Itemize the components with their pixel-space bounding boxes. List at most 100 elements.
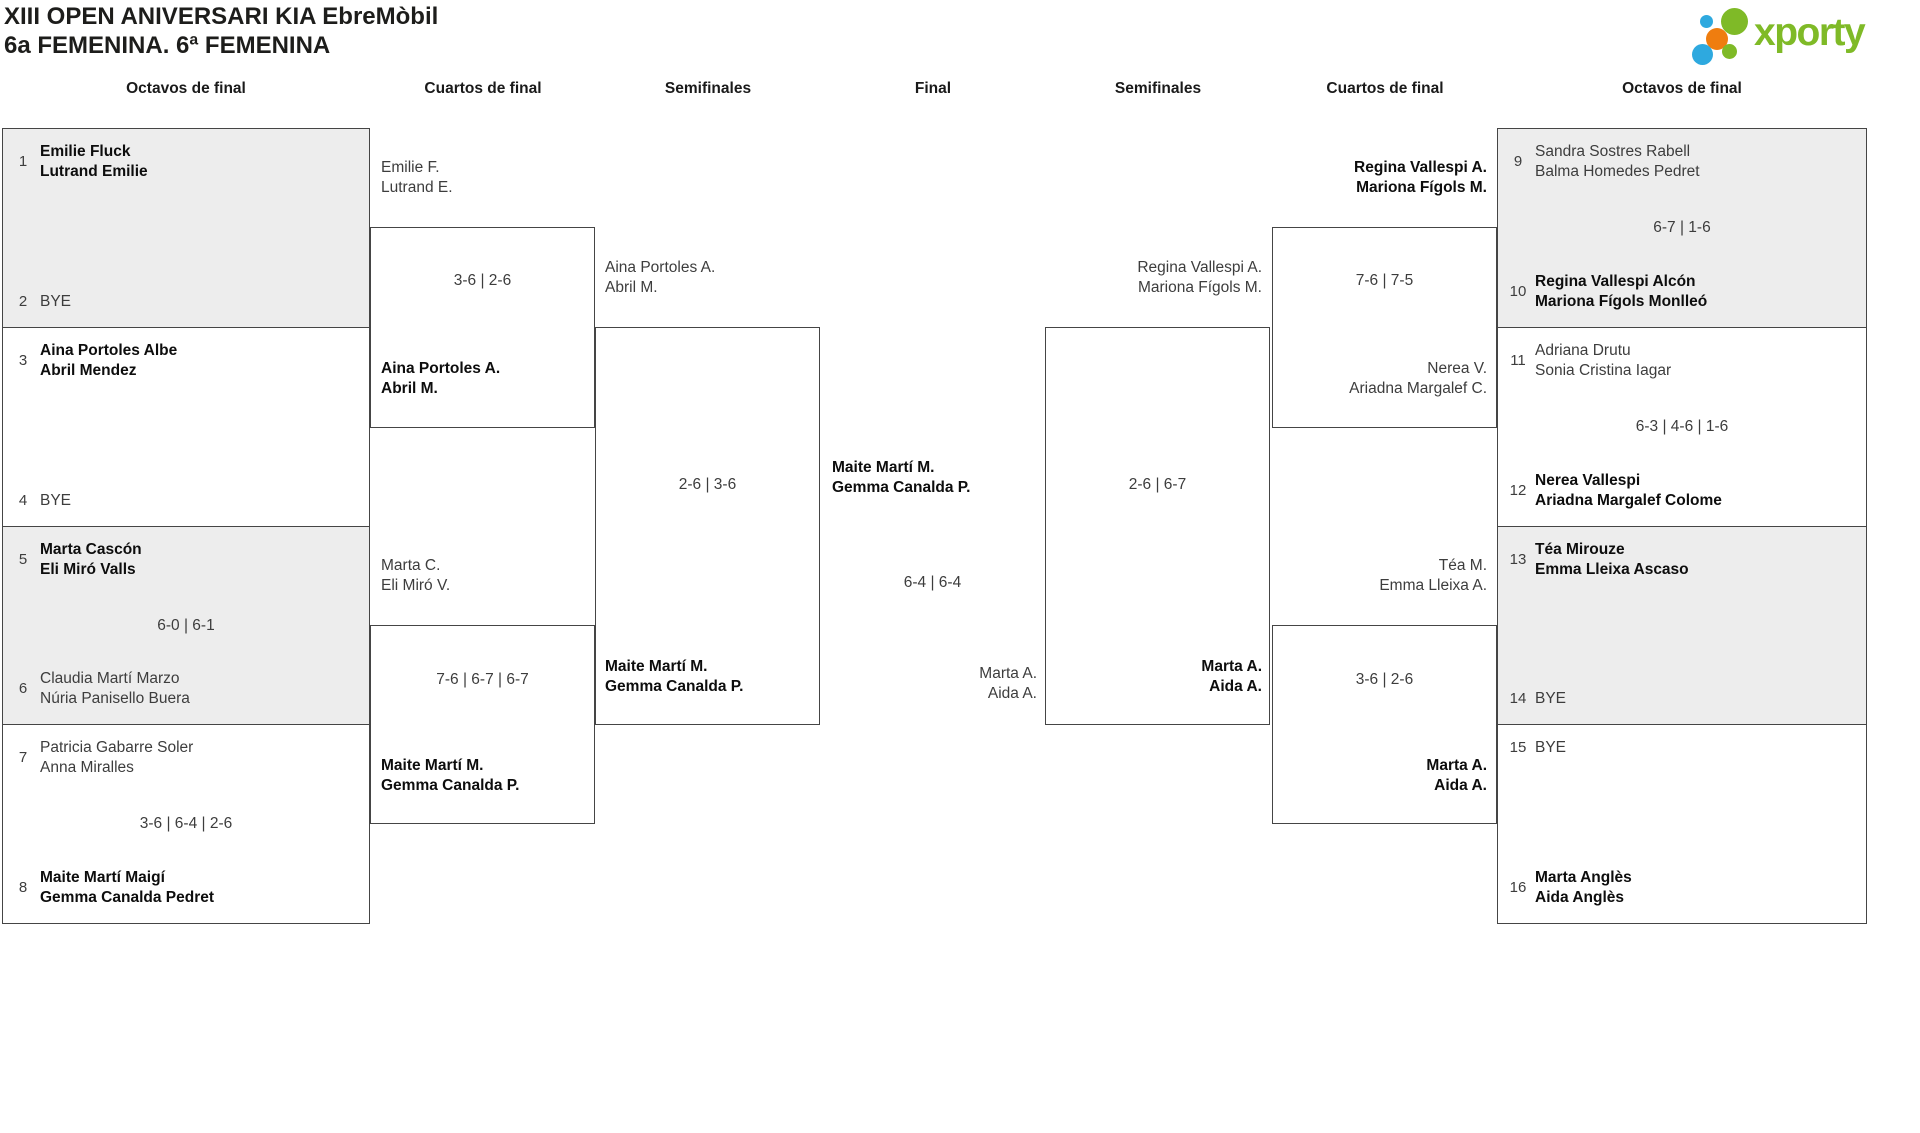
team-name: Adriana Drutu Sonia Cristina Iagar (1535, 341, 1671, 380)
r16-match-3-box[interactable]: 5 Marta Cascón Eli Miró Valls 6-0 | 6-1 … (2, 526, 370, 725)
seed-number: 15 (1509, 739, 1527, 757)
seed-number: 7 (18, 749, 28, 766)
r16-match-6-box[interactable]: 11 Adriana Drutu Sonia Cristina Iagar 6-… (1497, 327, 1867, 527)
match-score: 6-0 | 6-1 (157, 616, 215, 634)
team-name-line: BYE (40, 491, 72, 509)
sf-left-team-bottom: Maite Martí M. Gemma Canalda P. (605, 657, 743, 696)
team-name-line: Aina Portoles A. (381, 360, 501, 377)
team-name-line: Aida Anglès (1535, 888, 1624, 906)
team-entry: 11 Adriana Drutu Sonia Cristina Iagar (1506, 341, 1858, 380)
team-name: Marta Cascón Eli Miró Valls (40, 540, 142, 579)
final-team-left: Maite Martí M. Gemma Canalda P. (832, 458, 970, 497)
team-name-line: Lutrand Emilie (40, 162, 148, 180)
tournament-title: XIII OPEN ANIVERSARI KIA EbreMòbil (4, 3, 439, 30)
seed-number: 12 (1509, 482, 1527, 499)
team-name-line: Claudia Martí Marzo (40, 670, 180, 687)
team-name-line: Balma Homedes Pedret (1535, 162, 1700, 180)
round-header-cuartos-right: Cuartos de final (1326, 80, 1444, 97)
qf-left-1-team-bottom: Aina Portoles A. Abril M. (381, 359, 500, 398)
round-header-octavos-left: Octavos de final (126, 80, 246, 97)
team-entry: 15 BYE (1506, 738, 1858, 758)
qf-left-2-score: 7-6 | 6-7 | 6-7 (436, 671, 529, 688)
team-name-line: Marta A. (1201, 658, 1262, 675)
xporty-logo: xporty (1690, 5, 1890, 69)
qf-left-2-team-bottom: Maite Martí M. Gemma Canalda P. (381, 756, 519, 795)
team-name-line: Aida A. (987, 684, 1037, 702)
team-name-line: Sonia Cristina Iagar (1535, 361, 1672, 379)
team-name-line: Emma Lleixa Ascaso (1535, 560, 1689, 578)
team-name: Emilie Fluck Lutrand Emilie (40, 142, 148, 181)
team-name-line: BYE (1535, 689, 1567, 707)
seed-number: 4 (18, 491, 28, 509)
team-name-line: Ariadna Margalef C. (1349, 379, 1487, 397)
sf-left-box[interactable] (595, 327, 820, 725)
logo-dot-icon (1721, 8, 1748, 35)
team-name-line: Gemma Canalda P. (381, 776, 520, 794)
team-name-line: Maite Martí M. (832, 459, 935, 476)
qf-left-1-score: 3-6 | 2-6 (453, 272, 512, 289)
qf-left-2-box[interactable] (370, 625, 595, 824)
team-name: BYE (1535, 738, 1566, 758)
r16-match-2-box[interactable]: 3 Aina Portoles Albe Abril Mendez 4 BYE (2, 327, 370, 527)
team-name-line: Ariadna Margalef Colome (1535, 491, 1722, 509)
logo-dot-icon (1706, 28, 1728, 50)
final-score: 6-4 | 6-4 (903, 574, 962, 591)
team-entry: 16 Marta Anglès Aida Anglès (1506, 868, 1858, 907)
team-name-line: Sandra Sostres Rabell (1535, 143, 1691, 160)
seed-number: 16 (1509, 879, 1527, 896)
team-name-line: Gemma Canalda Pedret (40, 888, 215, 906)
team-name-line: Maite Martí Maigí (40, 869, 165, 886)
team-name-line: Téa Mirouze (1535, 541, 1625, 558)
team-entry: 2 BYE (11, 292, 361, 312)
team-name-line: Núria Panisello Buera (40, 689, 190, 707)
match-score: 6-7 | 1-6 (1653, 219, 1711, 236)
team-name-line: Regina Vallespi A. (1137, 259, 1262, 276)
sf-left-score: 2-6 | 3-6 (678, 476, 737, 493)
seed-number: 10 (1509, 283, 1527, 300)
team-entry: 12 Nerea Vallespi Ariadna Margalef Colom… (1506, 471, 1858, 510)
qf-right-1-box[interactable] (1272, 227, 1497, 428)
r16-match-7-box[interactable]: 13 Téa Mirouze Emma Lleixa Ascaso 14 BYE (1497, 526, 1867, 725)
seed-number: 6 (18, 680, 28, 697)
team-name-line: Maite Martí M. (605, 658, 708, 675)
team-name-line: Mariona Fígols M. (1137, 278, 1262, 296)
team-entry: 4 BYE (11, 491, 361, 511)
team-name-line: BYE (40, 292, 72, 310)
team-name-line: Marta A. (979, 665, 1037, 682)
team-entry: 1 Emilie Fluck Lutrand Emilie (11, 142, 361, 181)
logo-dot-icon (1700, 15, 1713, 28)
sf-right-box[interactable] (1045, 327, 1270, 725)
logo-brand-text: xporty (1754, 11, 1866, 54)
team-name-line: Anna Miralles (40, 758, 134, 776)
team-name-line: Lutrand E. (381, 178, 453, 196)
qf-left-1-box[interactable] (370, 227, 595, 428)
team-entry: 3 Aina Portoles Albe Abril Mendez (11, 341, 361, 380)
r16-match-5-box[interactable]: 9 Sandra Sostres Rabell Balma Homedes Pe… (1497, 128, 1867, 328)
qf-right-1-team-top: Regina Vallespi A. Mariona Fígols M. (1354, 158, 1487, 197)
team-name: Aina Portoles Albe Abril Mendez (40, 341, 177, 380)
qf-right-2-box[interactable] (1272, 625, 1497, 824)
team-name-line: Eli Miró V. (381, 576, 451, 594)
team-name-line: Emilie F. (381, 159, 440, 176)
qf-right-2-team-bottom: Marta A. Aida A. (1426, 756, 1487, 795)
team-name-line: Marta C. (381, 557, 441, 574)
r16-match-1-box[interactable]: 1 Emilie Fluck Lutrand Emilie 2 BYE (2, 128, 370, 328)
team-name-line: Emma Lleixa A. (1379, 576, 1487, 594)
team-name: Patricia Gabarre Soler Anna Miralles (40, 738, 193, 777)
team-name-line: Gemma Canalda P. (605, 677, 744, 695)
r16-match-8-box[interactable]: 15 BYE 16 Marta Anglès Aida Anglès (1497, 724, 1867, 924)
qf-right-1-team-bottom: Nerea V. Ariadna Margalef C. (1349, 359, 1487, 398)
team-entry: 14 BYE (1506, 689, 1858, 709)
team-name-line: Marta A. (1426, 757, 1487, 774)
sf-left-team-top: Aina Portoles A. Abril M. (605, 258, 715, 297)
round-header-semifinales-left: Semifinales (664, 80, 752, 97)
team-name-line: Marta Cascón (40, 541, 142, 558)
sf-right-team-top: Regina Vallespi A. Mariona Fígols M. (1137, 258, 1262, 297)
category-title: 6a FEMENINA. 6ª FEMENINA (4, 32, 331, 59)
team-entry: 8 Maite Martí Maigí Gemma Canalda Pedret (11, 868, 361, 907)
r16-match-4-box[interactable]: 7 Patricia Gabarre Soler Anna Miralles 3… (2, 724, 370, 924)
seed-number: 13 (1509, 551, 1527, 568)
team-name-line: Aida A. (1209, 677, 1262, 695)
team-name-line: Gemma Canalda P. (832, 478, 971, 496)
